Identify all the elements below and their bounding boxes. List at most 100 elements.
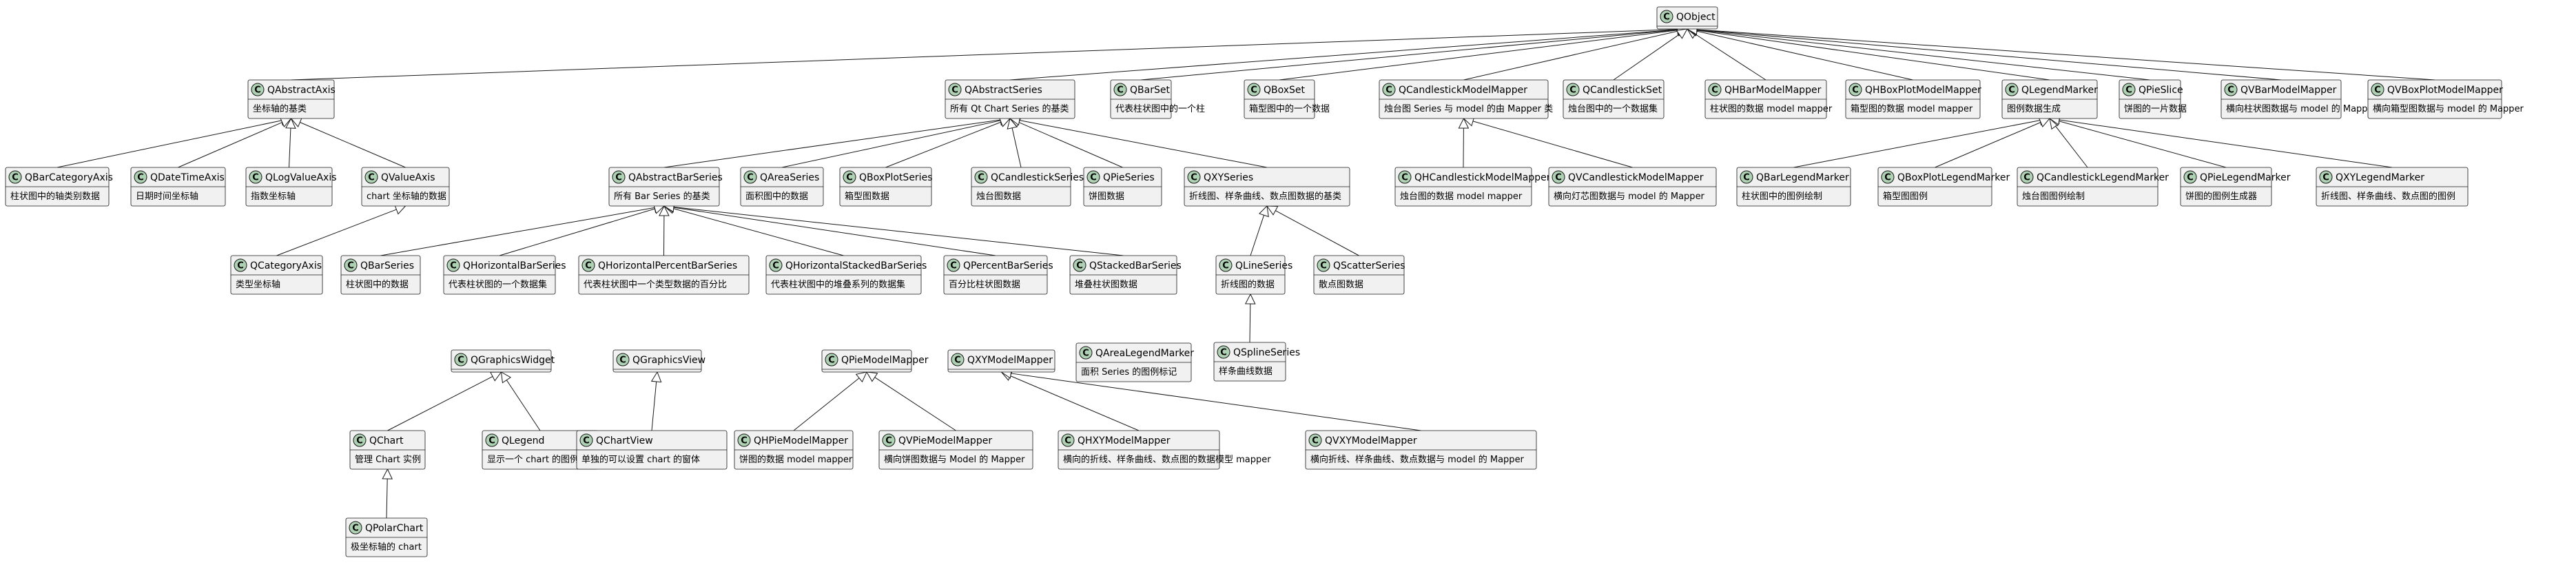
class-marker-letter: C [2374,85,2381,96]
class-marker-letter: C [1076,261,1083,271]
class-description: 饼图数据 [1089,192,1124,202]
edge-line [380,207,655,256]
class-marker-icon [743,170,757,184]
class-name: QAbstractAxis [267,85,336,96]
class-description: 图例数据生成 [2007,104,2061,114]
class-name: QBarSeries [360,260,414,271]
inheritance-edge-qv-box-plot-model-mapper [1686,24,2435,81]
edge-line [673,208,844,256]
class-name: QValueAxis [381,172,435,183]
class-marker-letter: C [978,173,985,183]
edge-line [1019,120,1268,168]
inheritance-arrowhead-icon [1676,28,1688,39]
class-marker-icon [616,353,630,367]
class-marker-letter: C [347,261,354,271]
edge-line [289,127,291,168]
class-description: 烛台图数据 [976,192,1021,202]
edge-line [1696,30,2050,81]
class-marker-letter: C [1312,436,1319,446]
class-name: QGraphicsView [632,355,705,366]
class-name: QHorizontalPercentBarSeries [598,260,737,271]
inheritance-edge-q-horizontal-bar-series [499,203,666,256]
edge-line [300,122,406,168]
class-description: 横向箱型图数据与 model 的 Mapper [2373,103,2524,114]
class-marker-icon [1187,170,1201,184]
class-marker-letter: C [1711,85,1718,96]
edge-line [874,377,956,431]
class-description: 横向饼图数据与 Model 的 Mapper [884,454,1025,465]
class-marker-icon [2319,170,2333,184]
class-marker-icon [1848,83,1862,96]
class-marker-letter: C [1385,85,1392,96]
class-name: QVCandlestickModelMapper [1568,172,1704,183]
inheritance-arrowhead-icon [1266,205,1279,216]
inheritance-arrowhead-icon [1244,293,1256,305]
inheritance-edge-qxy-series [1009,115,1268,168]
class-description: 代表柱状图中的堆叠系列的数据集 [771,279,905,290]
class-marker-icon [1317,258,1330,272]
class-marker-letter: C [950,261,957,271]
class-marker-icon [8,170,22,184]
class-description: 坐标轴的基类 [253,103,307,114]
class-marker-letter: C [488,436,495,446]
class-marker-icon [344,258,358,272]
edge-line [1009,29,1678,81]
class-marker-icon [454,353,468,367]
class-marker-icon [1086,170,1100,184]
class-name: QPolarChart [365,523,424,534]
edge-line [2055,125,2088,168]
inheritance-arrowhead-icon [285,117,296,129]
class-description: 柱状图中的轴类别数据 [10,191,100,202]
inheritance-arrowhead-icon [650,371,662,383]
class-marker-icon [234,258,247,272]
class-description: 烛台图中的一个数据集 [1568,103,1658,114]
class-name: QHXYModelMapper [1078,435,1171,446]
class-description: 横向柱状图数据与 model 的 Mapper [2226,103,2378,114]
class-marker-icon [947,258,960,272]
class-name: QChartView [596,435,653,446]
inheritance-edge-qh-pie-model-mapper [793,371,867,431]
class-marker-icon [1660,10,1673,23]
inheritance-arrowhead-icon [394,204,406,215]
class-marker-icon [1881,170,1895,184]
class-description: chart 坐标轴的数据 [367,191,446,202]
class-marker-icon [948,83,962,96]
class-marker-icon [2224,83,2238,96]
class-name: QCandlestickModelMapper [1399,85,1527,96]
class-marker-icon [579,433,593,447]
inheritance-edge-q-candlestick-set [1613,28,1688,81]
edge-line [1613,34,1680,81]
class-marker-letter: C [2227,85,2234,96]
class-marker-icon [1566,83,1580,96]
class-marker-icon [249,170,262,184]
edge-line [291,29,1678,81]
class-marker-icon [1073,258,1086,272]
class-name: QHorizontalBarSeries [463,260,566,271]
class-marker-icon [1113,83,1127,96]
class-marker-letter: C [1064,436,1071,446]
class-name: QLegendMarker [2021,85,2098,96]
class-description: 所有 Qt Chart Series 的基类 [950,103,1069,114]
class-marker-icon [353,433,367,447]
class-name: QBarSet [1130,85,1170,96]
edge-line [499,208,655,256]
